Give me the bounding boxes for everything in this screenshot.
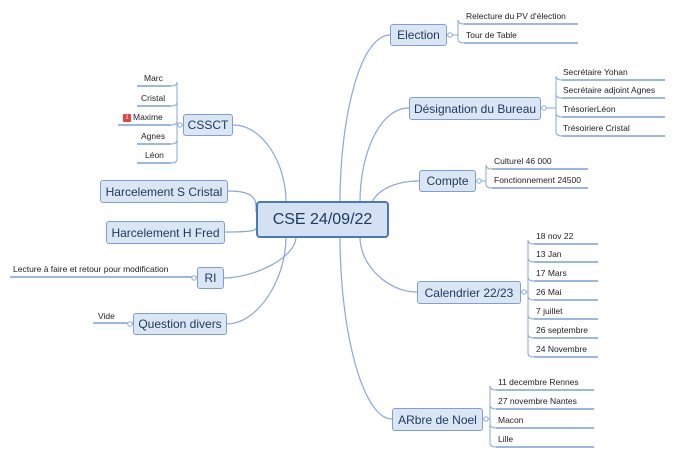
topic-harcelement-s-cristal[interactable]: Harcelement S Cristal [100,180,228,203]
leaf-macon[interactable]: Macon [498,415,524,425]
leaf-fonctionnement[interactable]: Fonctionnement 24500 [494,175,581,185]
leaf-connector [527,314,535,320]
topic-harcelement-h-fred[interactable]: Harcelement H Fred [106,221,225,244]
topic-label: Election [397,28,440,42]
topic-designation-bureau[interactable]: Désignation du Bureau [409,97,541,120]
collapse-handle-icon [447,32,453,38]
leaf-connector [527,257,535,263]
leaf-connector [457,38,465,44]
leaf-connector [489,423,497,429]
collapse-handle-icon [127,321,133,327]
branch-connector [232,124,287,203]
topic-label: Calendrier 22/23 [424,285,514,300]
leaf-leon[interactable]: Léon [145,150,164,160]
topic-label: CSSCT [187,118,229,132]
branch-connector [223,236,297,279]
branch-connector [227,190,257,213]
collapse-handle-icon [521,289,527,295]
central-topic-label: CSE 24/09/22 [272,210,373,228]
branch-connector [339,34,391,203]
branch-connector [224,227,257,233]
leaf-connector [527,276,535,282]
leaf-connector [527,352,535,358]
leaf-connector [527,295,535,301]
topic-label: ARbre de Noel [398,412,477,427]
leaf-date[interactable]: 24 Novembre [536,344,588,354]
leaf-connector [170,101,178,107]
leaf-lecture[interactable]: Lecture à faire et retour pour modificat… [13,264,169,274]
task-badge-icon: 1 [123,114,131,122]
leaf-date[interactable]: 26 Mai [536,287,562,297]
leaf-connector [170,158,178,164]
leaf-connector [170,81,178,87]
leaf-secretaire-adjoint[interactable]: Secrétaire adjoint Agnes [563,85,656,95]
leaf-date[interactable]: 18 nov 22 [536,231,574,241]
leaf-connector [527,239,535,245]
leaf-lille[interactable]: Lille [498,434,514,444]
topic-election[interactable]: Election [390,24,447,46]
leaf-date[interactable]: 7 juillet [536,306,563,316]
topic-label: Désignation du Bureau [413,101,537,116]
central-topic[interactable]: CSE 24/09/22 [256,201,389,238]
leaf-cristal[interactable]: Cristal [141,93,166,103]
leaf-culturel[interactable]: Culturel 46 000 [494,156,552,166]
leaf-connector [485,164,493,170]
collapse-handle-icon [177,122,183,128]
collapse-handle-icon [541,105,547,111]
branch-connector [359,236,418,293]
leaf-connector [489,385,497,391]
topic-ri[interactable]: RI [197,267,224,289]
topic-label: Compte [426,174,469,188]
leaf-connector [555,131,563,137]
topic-label: Question divers [138,317,222,331]
leaf-maxime-label: Maxime [133,112,163,122]
leaf-connector [489,442,497,448]
leaf-tresoriere[interactable]: Trésoiriere Cristal [563,123,630,133]
leaf-date[interactable]: 13 Jan [536,249,562,259]
topic-calendrier[interactable]: Calendrier 22/23 [417,281,521,304]
leaf-connector [555,112,563,118]
leaf-nantes[interactable]: 27 novembre Nantes [498,396,577,406]
leaf-connector [170,120,178,126]
leaf-connector [485,183,493,189]
leaf-tresorier[interactable]: TrésorierLéon [563,104,616,114]
leaf-connector [489,404,497,410]
leaf-date[interactable]: 26 septembre [536,325,588,335]
leaf-rennes[interactable]: 11 decembre Rennes [498,377,579,387]
leaf-connector [170,139,178,145]
topic-label: Harcelement S Cristal [105,184,223,199]
branch-connector [226,236,287,325]
leaf-agnes[interactable]: Agnes [141,131,166,141]
topic-label: Harcelement H Fred [111,225,220,240]
leaf-date[interactable]: 17 Mars [536,268,567,278]
leaf-connector [457,19,465,25]
leaf-connector [527,333,535,339]
leaf-vide[interactable]: Vide [98,311,115,321]
topic-label: RI [204,271,217,285]
collapse-handle-icon [191,275,197,281]
leaf-relecture-pv[interactable]: Relecture du PV d'élection [466,11,566,21]
topic-cssct[interactable]: CSSCT [183,114,233,136]
leaf-connector [555,93,563,99]
topic-question-divers[interactable]: Question divers [133,313,227,335]
topic-arbre-de-noel[interactable]: ARbre de Noel [392,408,483,431]
leaf-secretaire[interactable]: Secrétaire Yohan [563,67,628,77]
leaf-tour-de-table[interactable]: Tour de Table [466,30,517,40]
collapse-handle-icon [476,178,482,184]
branch-connector [359,107,410,203]
branch-connector [339,236,393,420]
topic-compte[interactable]: Compte [419,170,476,192]
leaf-connector [555,75,563,81]
collapse-handle-icon [483,416,489,422]
leaf-marc[interactable]: Marc [144,73,163,83]
